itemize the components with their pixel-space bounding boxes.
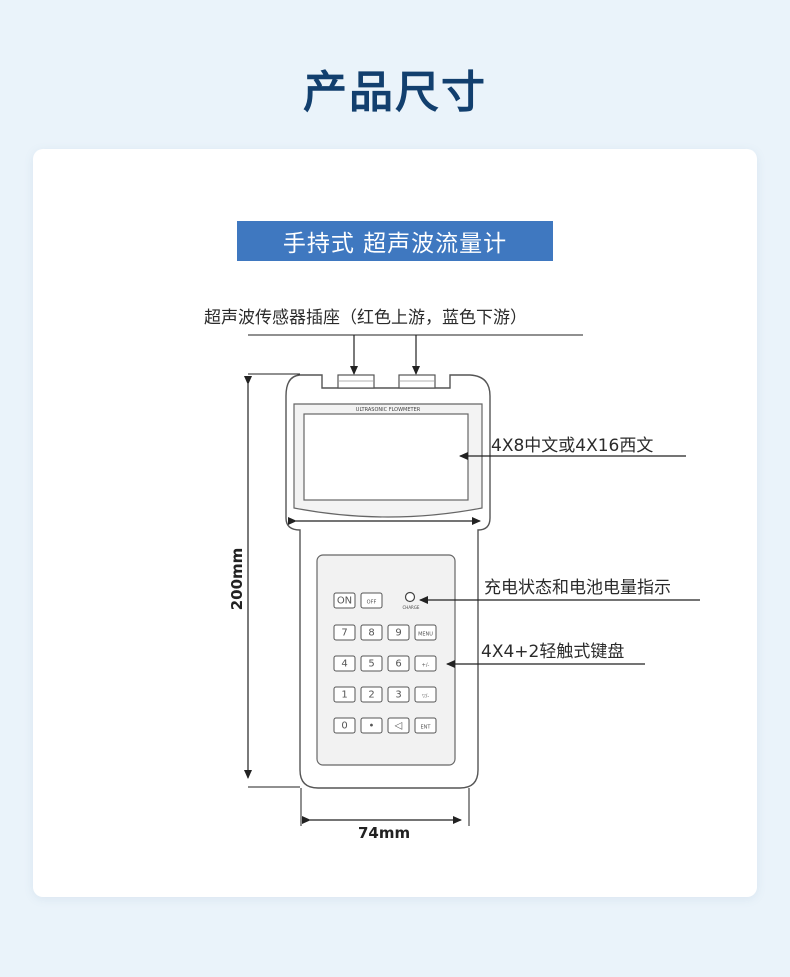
key-r1-c0[interactable]: [333, 655, 356, 672]
product-name-badge: 手持式 超声波流量计: [237, 221, 553, 261]
key-on[interactable]: [333, 592, 356, 609]
key-r1-c3-label: +/-: [422, 663, 430, 669]
key-r3-c0-label: 0: [341, 721, 347, 732]
display-screen: [303, 413, 469, 501]
display-label: 4X8中文或4X16西文: [491, 436, 654, 456]
key-r3-c0[interactable]: [333, 717, 356, 734]
screen-header: ULTRASONIC FLOWMETER: [356, 407, 421, 413]
key-r1-c0-label: 4: [341, 659, 347, 670]
key-r0-c1-label: 8: [368, 628, 374, 639]
key-r3-c3[interactable]: [414, 717, 437, 734]
key-r1-c1[interactable]: [360, 655, 383, 672]
key-r0-c0-label: 7: [341, 628, 347, 639]
key-r0-c3-label: MENU: [418, 632, 433, 638]
key-r1-c3[interactable]: [414, 655, 437, 672]
charge-led: [404, 591, 416, 603]
upstream-port: [337, 374, 375, 389]
keypad-keys: ON OFF 7 8 9 MENU 4 5 6 +/- 1 2 3 ▽/- 0 • ◁ ENT: [333, 592, 437, 734]
key-r0-c3[interactable]: [414, 624, 437, 641]
key-r2-c1-label: 2: [368, 690, 374, 701]
key-r1-c2[interactable]: [387, 655, 410, 672]
key-r3-c2-label: ◁: [395, 721, 403, 732]
key-off[interactable]: [360, 592, 383, 609]
keypad-label: 4X4+2轻触式键盘: [481, 642, 625, 662]
charge-led-label: CHARGE: [403, 605, 420, 610]
key-r2-c3[interactable]: [414, 686, 437, 703]
key-r0-c2-label: 9: [395, 628, 401, 639]
key-r3-c1[interactable]: [360, 717, 383, 734]
key-off-label: OFF: [367, 600, 377, 606]
charge-indicator-label: 充电状态和电池电量指示: [484, 578, 671, 598]
key-r2-c0-label: 1: [341, 690, 347, 701]
key-r2-c1[interactable]: [360, 686, 383, 703]
key-r1-c2-label: 6: [395, 659, 401, 670]
key-r0-c1[interactable]: [360, 624, 383, 641]
key-r2-c2-label: 3: [395, 690, 401, 701]
key-on-label: ON: [337, 596, 352, 607]
key-r3-c1-label: •: [369, 721, 375, 732]
page-title: 产品尺寸: [303, 67, 487, 118]
key-r0-c0[interactable]: [333, 624, 356, 641]
key-r2-c0[interactable]: [333, 686, 356, 703]
key-r0-c2[interactable]: [387, 624, 410, 641]
key-r1-c1-label: 5: [368, 659, 374, 670]
downstream-port: [398, 374, 436, 389]
key-r3-c3-label: ENT: [421, 725, 432, 731]
bottom-width-label: 74mm: [358, 824, 411, 842]
key-r3-c2[interactable]: [387, 717, 410, 734]
key-r2-c3-label: ▽/-: [422, 694, 430, 700]
sensor-ports-label: 超声波传感器插座（红色上游，蓝色下游）: [204, 308, 527, 328]
key-r2-c2[interactable]: [387, 686, 410, 703]
